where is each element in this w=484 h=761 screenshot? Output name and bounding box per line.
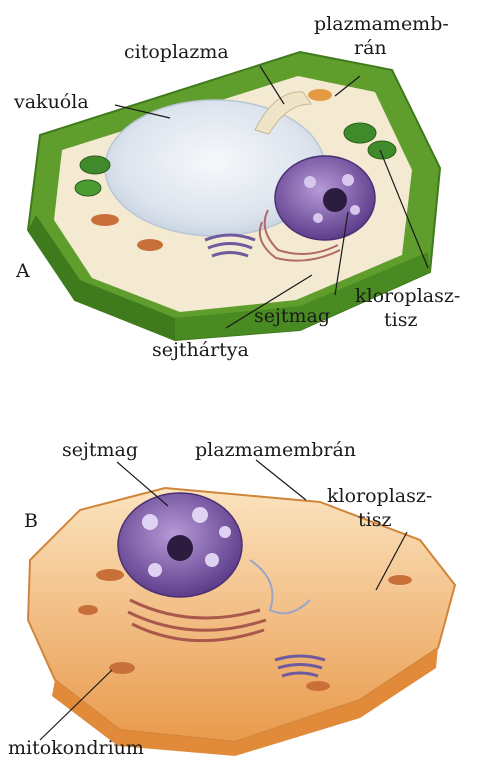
label-plasma-membrane-b: plazmamembrán — [195, 439, 356, 461]
leader-plasma-membrane-b — [256, 460, 306, 500]
label-vacuole: vakuóla — [13, 91, 89, 113]
label-chloroplast-a-line1: kloroplasz- — [355, 285, 460, 307]
panel-a-letter: A — [15, 260, 30, 282]
label-chloroplast-b-line1: kloroplasz- — [327, 485, 432, 507]
label-cell-membrane: sejthártya — [152, 339, 249, 361]
label-chloroplast-b-line2: tisz — [358, 509, 391, 531]
panel-b-letter: B — [24, 510, 38, 532]
label-nucleus-b: sejtmag — [62, 439, 138, 461]
label-plasma-membrane-a-line2: rán — [354, 37, 387, 59]
label-plasma-membrane-a-line1: plazmamemb- — [314, 13, 449, 35]
label-chloroplast-a-line2: tisz — [384, 309, 417, 331]
label-cytoplasm: citoplazma — [124, 41, 229, 63]
label-mitochondrion: mitokondrium — [8, 737, 144, 759]
label-nucleus-a: sejtmag — [254, 305, 330, 327]
